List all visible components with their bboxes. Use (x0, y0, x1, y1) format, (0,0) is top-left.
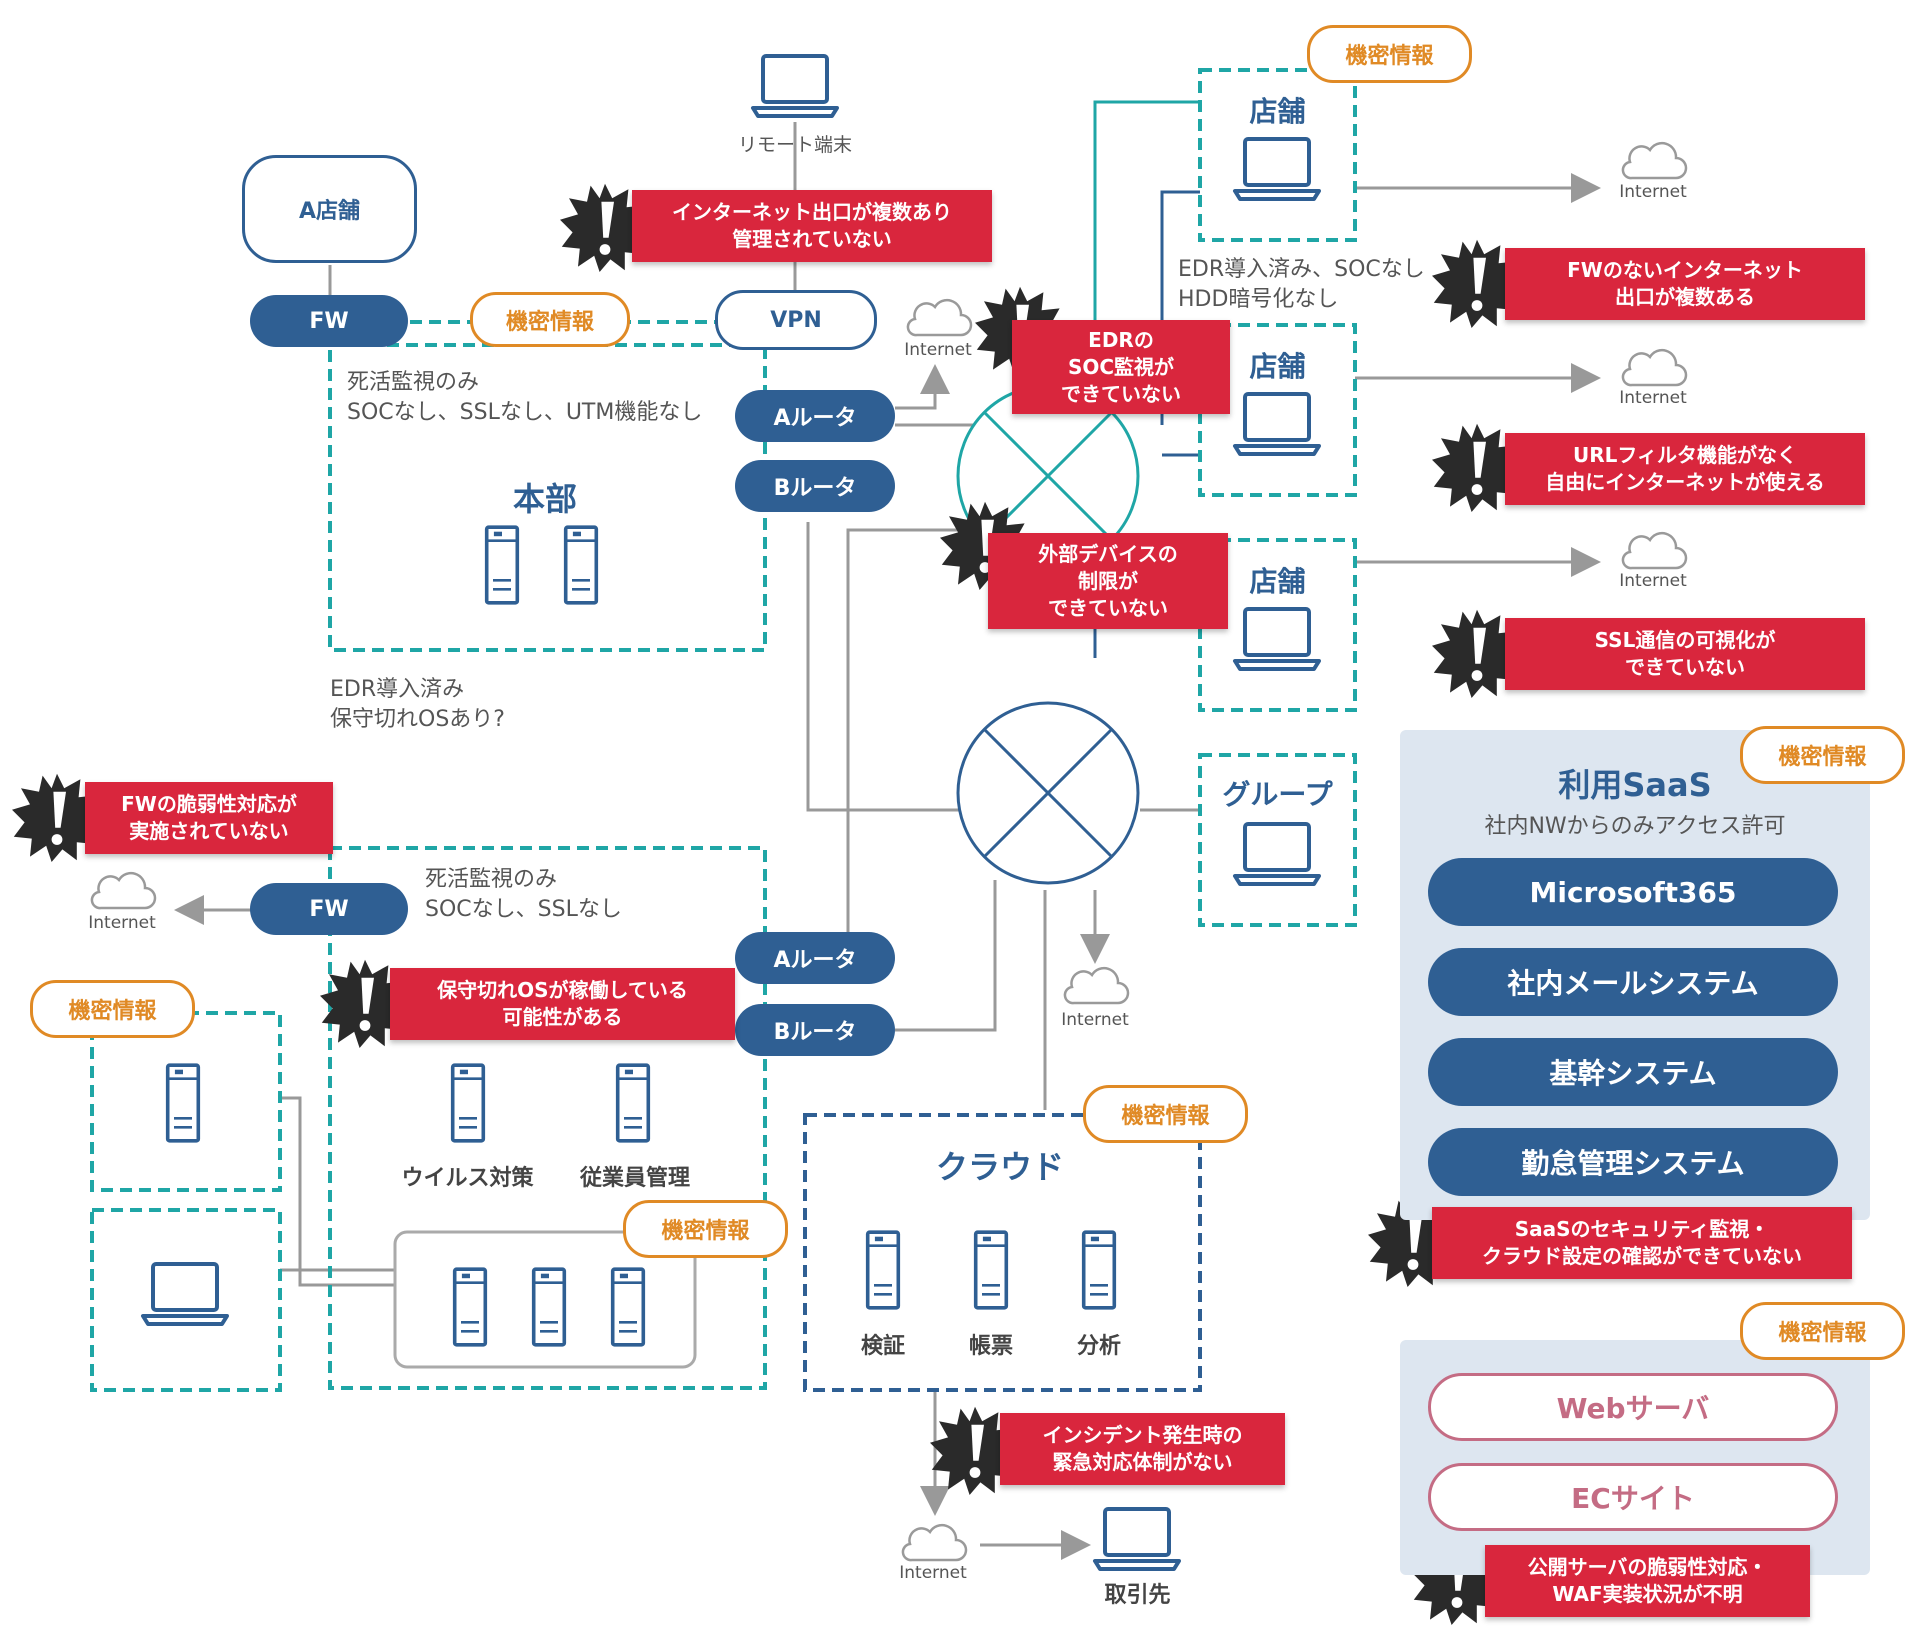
remote-terminal-label: リモート端末 (737, 134, 852, 156)
confidential-tag: 機密情報 (1307, 25, 1472, 83)
internet-label: Internet (904, 340, 972, 360)
internet-label: Internet (1061, 1010, 1129, 1030)
store-title-1: 店舗 (1249, 95, 1306, 128)
cloud-title: クラウド (935, 1148, 1064, 1186)
alert-fw-less-exits: FWのないインターネット 出口が複数ある (1505, 248, 1865, 320)
antivirus-label: ウイルス対策 (401, 1166, 534, 1191)
internet-label: Internet (88, 913, 156, 933)
alert-ssl-visibility: SSL通信の可視化が できていない (1505, 618, 1865, 690)
store-edr-note: EDR導入済み、SOCなし HDD暗号化なし (1178, 257, 1425, 312)
saas-item-attendance[interactable]: 勤怠管理システム (1428, 1128, 1838, 1196)
alert-incident-response: インシデント発生時の 緊急対応体制がない (1000, 1413, 1285, 1485)
partner-label: 取引先 (1104, 1583, 1171, 1608)
confidential-tag: 機密情報 (1083, 1085, 1248, 1143)
alert-internet-exits: インターネット出口が複数あり 管理されていない (632, 190, 992, 262)
alert-external-device: 外部デバイスの 制限が できていない (988, 533, 1228, 629)
alert-url-filter: URLフィルタ機能がなく 自由にインターネットが使える (1505, 433, 1865, 505)
alert-public-server: 公開サーバの脆弱性対応・ WAF実装状況が不明 (1485, 1545, 1810, 1617)
store-title-2: 店舗 (1249, 350, 1306, 383)
internet-label: Internet (1619, 571, 1687, 591)
hq-b-router[interactable]: Bルータ (735, 460, 895, 512)
web-server-item[interactable]: Webサーバ (1428, 1373, 1838, 1441)
alert-fw-vulnerability: FWの脆弱性対応が 実施されていない (85, 782, 333, 854)
hq-fw-note: 死活監視のみ SOCなし、SSLなし、UTM機能なし (347, 370, 703, 425)
employee-label: 従業員管理 (579, 1166, 690, 1191)
forms-label: 帳票 (968, 1334, 1013, 1359)
router-center (956, 701, 1140, 885)
branch-b-router[interactable]: Bルータ (735, 1004, 895, 1056)
vpn-node[interactable]: VPN (715, 290, 877, 350)
branch-fw-node[interactable]: FW (250, 883, 408, 935)
confidential-tag: 機密情報 (470, 292, 630, 347)
saas-item-core[interactable]: 基幹システム (1428, 1038, 1838, 1106)
store-title-3: 店舗 (1249, 565, 1306, 598)
alert-old-os: 保守切れOSが稼働している 可能性がある (390, 968, 735, 1040)
confidential-tag: 機密情報 (623, 1200, 788, 1258)
internet-label: Internet (899, 1563, 967, 1583)
confidential-tag: 機密情報 (1740, 726, 1905, 784)
ec-site-item[interactable]: ECサイト (1428, 1463, 1838, 1531)
branch-a-router[interactable]: Aルータ (735, 932, 895, 984)
group-title: グループ (1222, 778, 1333, 811)
branch-fw-note: 死活監視のみ SOCなし、SSLなし (425, 867, 622, 922)
analysis-label: 分析 (1076, 1334, 1121, 1359)
alert-saas-security: SaaSのセキュリティ監視・ クラウド設定の確認ができていない (1432, 1207, 1852, 1279)
hq-title: 本部 (512, 480, 577, 518)
hq-edr-note: EDR導入済み 保守切れOSあり? (330, 677, 505, 732)
verify-label: 検証 (860, 1334, 905, 1359)
saas-item-microsoft365[interactable]: Microsoft365 (1428, 858, 1838, 926)
confidential-tag: 機密情報 (1740, 1302, 1905, 1360)
hq-a-router[interactable]: Aルータ (735, 390, 895, 442)
a-store-node[interactable]: A店舗 (242, 155, 417, 263)
internet-label: Internet (1619, 388, 1687, 408)
saas-title: 利用SaaS (1558, 766, 1712, 804)
saas-item-mail[interactable]: 社内メールシステム (1428, 948, 1838, 1016)
alert-edr-soc: EDRの SOC監視が できていない (1012, 320, 1230, 414)
confidential-tag: 機密情報 (30, 980, 195, 1038)
dashed-boxes (90, 68, 1357, 1392)
saas-subtitle: 社内NWからのみアクセス許可 (1484, 814, 1786, 839)
internet-label: Internet (1619, 182, 1687, 202)
hq-fw-node[interactable]: FW (250, 295, 408, 347)
